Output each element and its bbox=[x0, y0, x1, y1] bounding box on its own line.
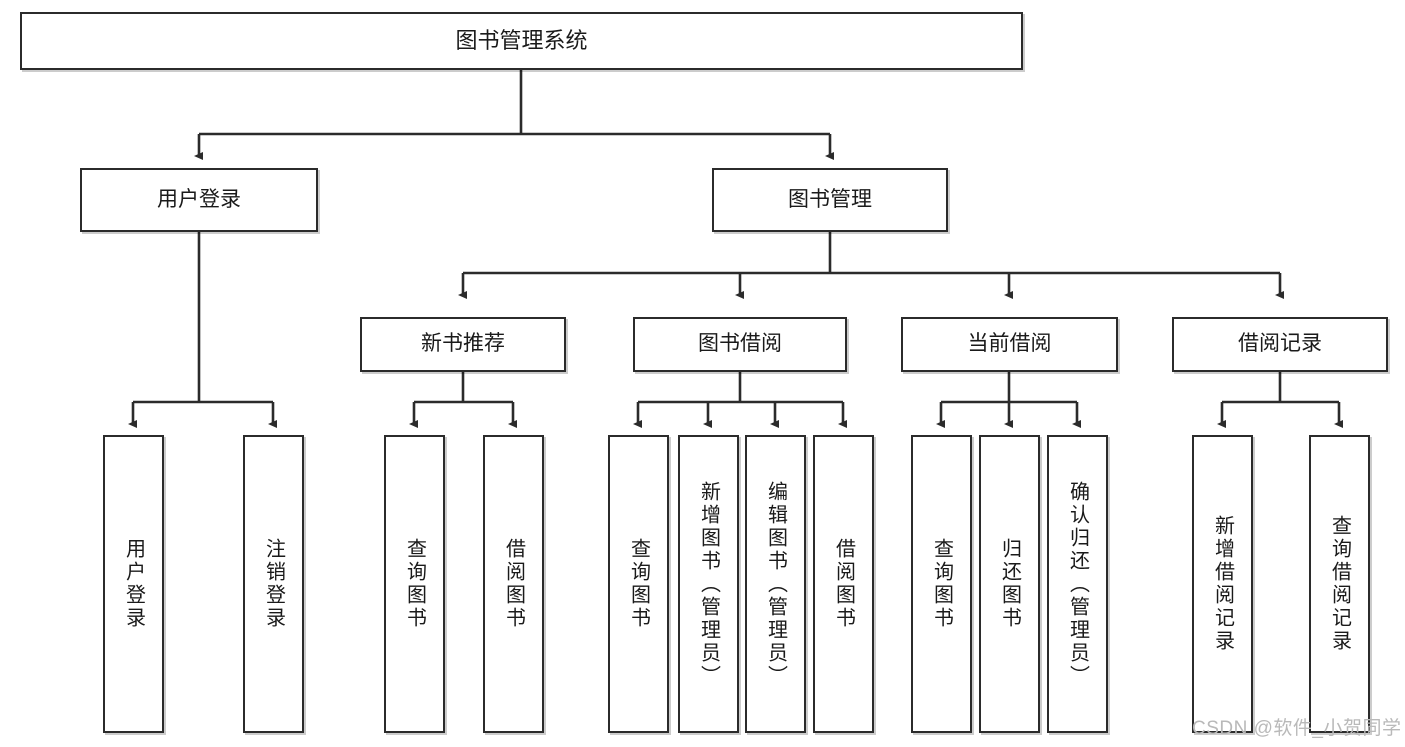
leaf-query-book-3[interactable]: 查询图书 bbox=[911, 435, 972, 733]
node-label: 新增借阅记录 bbox=[1211, 515, 1234, 653]
csdn-watermark: CSDN @软件_小贺同学 bbox=[1192, 718, 1402, 739]
node-label: 用户登录 bbox=[157, 187, 241, 211]
node-label: 查询图书 bbox=[627, 538, 650, 630]
node-book-manage[interactable]: 图书管理 bbox=[712, 168, 948, 232]
node-label: 借阅记录 bbox=[1238, 332, 1322, 356]
leaf-return-book[interactable]: 归还图书 bbox=[979, 435, 1040, 733]
node-label: 当前借阅 bbox=[967, 332, 1052, 356]
node-label: 查询图书 bbox=[930, 538, 953, 630]
leaf-borrow-book-2[interactable]: 借阅图书 bbox=[813, 435, 874, 733]
node-label: 确认归还（管理员） bbox=[1066, 480, 1089, 688]
leaf-add-record[interactable]: 新增借阅记录 bbox=[1192, 435, 1253, 733]
leaf-add-book[interactable]: 新增图书（管理员） bbox=[678, 435, 739, 733]
node-label: 新增图书（管理员） bbox=[697, 480, 720, 688]
node-label: 借阅图书 bbox=[832, 538, 855, 630]
node-label: 图书借阅 bbox=[698, 332, 782, 356]
node-borrow-record[interactable]: 借阅记录 bbox=[1172, 317, 1388, 372]
node-label: 图书管理 bbox=[788, 187, 872, 211]
node-user-login[interactable]: 用户登录 bbox=[80, 168, 318, 232]
node-label: 用户登录 bbox=[122, 538, 145, 630]
leaf-confirm-return[interactable]: 确认归还（管理员） bbox=[1047, 435, 1108, 733]
node-label: 查询图书 bbox=[403, 538, 426, 630]
node-label: 注销登录 bbox=[262, 538, 285, 630]
node-root-system[interactable]: 图书管理系统 bbox=[20, 12, 1023, 70]
node-label: 查询借阅记录 bbox=[1328, 515, 1351, 653]
node-label: 新书推荐 bbox=[421, 332, 505, 356]
leaf-logout-login[interactable]: 注销登录 bbox=[243, 435, 304, 733]
node-book-borrow[interactable]: 图书借阅 bbox=[633, 317, 847, 372]
node-current-borrow[interactable]: 当前借阅 bbox=[901, 317, 1118, 372]
leaf-query-book-1[interactable]: 查询图书 bbox=[384, 435, 445, 733]
node-label: 图书管理系统 bbox=[455, 28, 588, 54]
leaf-query-book-2[interactable]: 查询图书 bbox=[608, 435, 669, 733]
leaf-borrow-book-1[interactable]: 借阅图书 bbox=[483, 435, 544, 733]
leaf-query-record[interactable]: 查询借阅记录 bbox=[1309, 435, 1370, 733]
leaf-edit-book[interactable]: 编辑图书（管理员） bbox=[745, 435, 806, 733]
node-new-book-recommend[interactable]: 新书推荐 bbox=[360, 317, 566, 372]
node-label: 归还图书 bbox=[998, 538, 1021, 630]
node-label: 借阅图书 bbox=[502, 538, 525, 630]
leaf-user-login[interactable]: 用户登录 bbox=[103, 435, 164, 733]
node-label: 编辑图书（管理员） bbox=[764, 480, 787, 688]
